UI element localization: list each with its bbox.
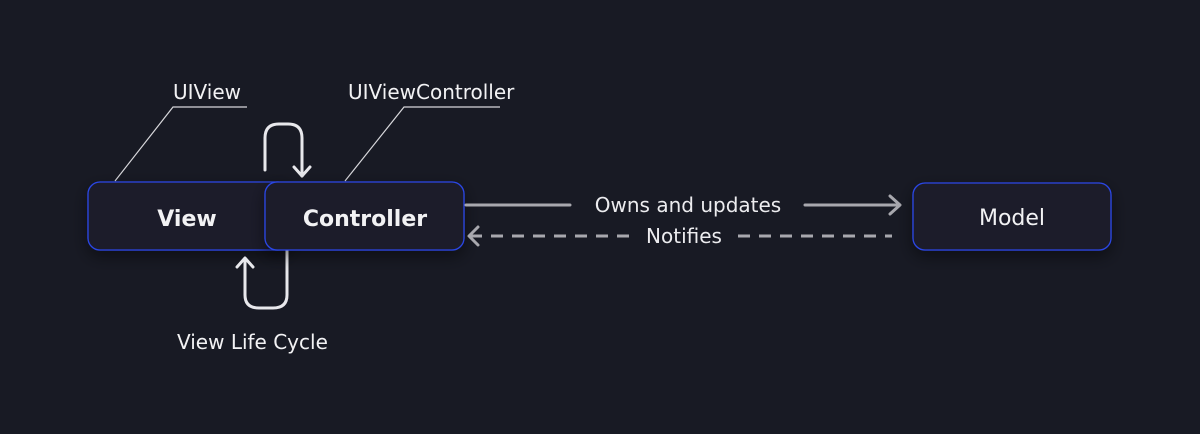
controller-box [264,181,465,251]
owns-arrow [464,194,902,216]
model-box [912,182,1112,251]
view-box-label: View [157,207,216,232]
uiview-callout-line [114,106,247,182]
loop-arrow-top-icon [263,122,312,178]
uiview-label: UIView [173,80,241,104]
owns-arrow-label: Owns and updates [595,193,781,217]
uiviewcontroller-label: UIViewController [348,80,515,104]
uiviewcontroller-callout-line [344,106,500,182]
notifies-arrow [467,225,892,247]
model-box-label: Model [979,206,1045,231]
controller-box-label: Controller [303,207,427,232]
view-life-cycle-label: View Life Cycle [177,330,328,354]
notifies-arrow-label: Notifies [646,224,722,248]
loop-arrow-bottom-icon [235,248,289,310]
